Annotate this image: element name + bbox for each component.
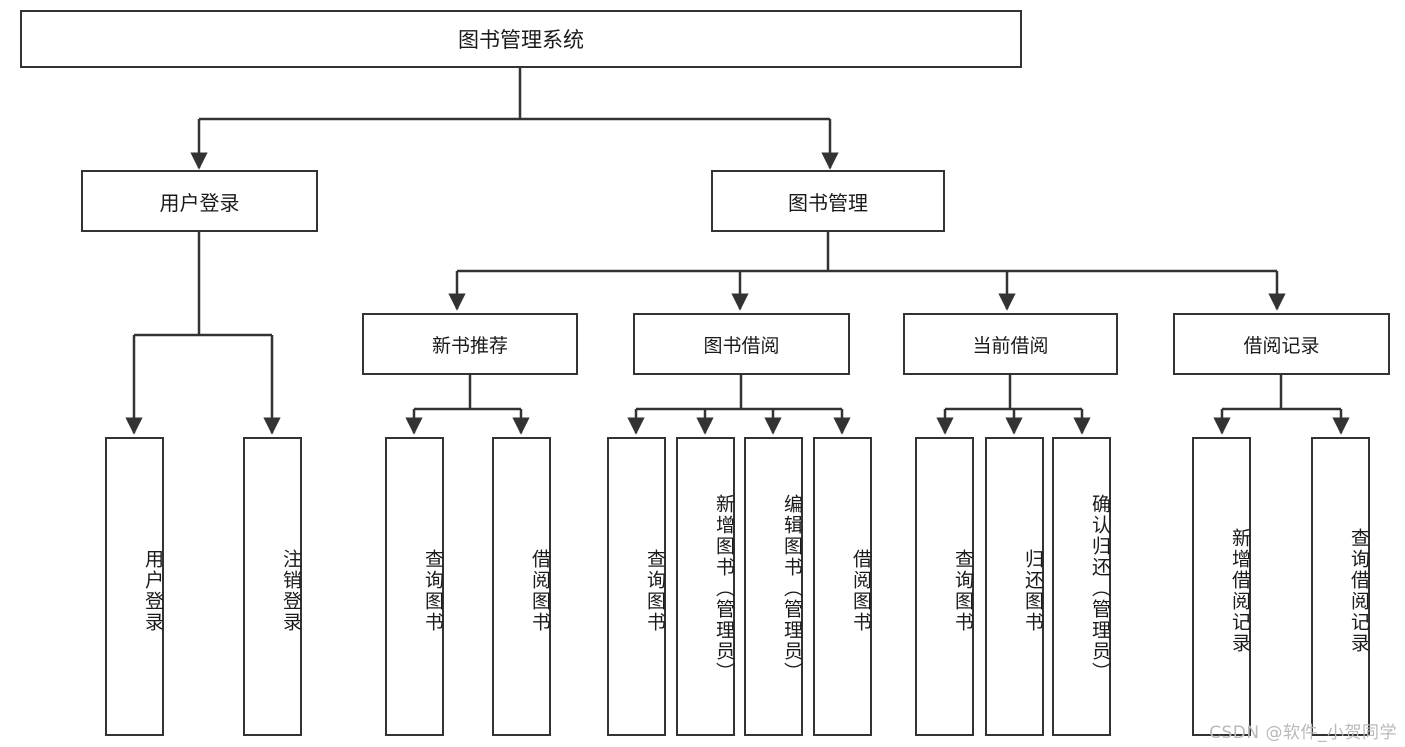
- node-label: 查询借阅记录: [1348, 527, 1370, 654]
- node-root-library-system[interactable]: 图书管理系统: [20, 10, 1022, 68]
- leaf-borrow-record-query[interactable]: 查询借阅记录: [1311, 437, 1370, 736]
- node-label: 查询图书: [644, 548, 666, 633]
- node-book-management[interactable]: 图书管理: [711, 170, 945, 232]
- node-label: 确认归还（管理员）: [1089, 494, 1111, 683]
- leaf-new-book-query[interactable]: 查询图书: [385, 437, 444, 736]
- node-current-borrow[interactable]: 当前借阅: [903, 313, 1118, 375]
- node-label: 用户登录: [142, 548, 164, 633]
- node-borrow-record[interactable]: 借阅记录: [1173, 313, 1390, 375]
- leaf-new-book-borrow[interactable]: 借阅图书: [492, 437, 551, 736]
- leaf-book-borrow-add-book-admin[interactable]: 新增图书（管理员）: [676, 437, 735, 736]
- node-label: 图书管理系统: [458, 28, 584, 52]
- leaf-borrow-record-add[interactable]: 新增借阅记录: [1192, 437, 1251, 736]
- node-label: 新增借阅记录: [1229, 527, 1251, 654]
- node-label: 查询图书: [422, 548, 444, 633]
- node-user-login[interactable]: 用户登录: [81, 170, 318, 232]
- leaf-book-borrow-query[interactable]: 查询图书: [607, 437, 666, 736]
- node-new-book-recommend[interactable]: 新书推荐: [362, 313, 578, 375]
- leaf-current-borrow-query[interactable]: 查询图书: [915, 437, 974, 736]
- csdn-watermark: CSDN @软件_小贺同学: [1209, 723, 1397, 743]
- leaf-user-login-login[interactable]: 用户登录: [105, 437, 164, 736]
- node-label: 编辑图书（管理员）: [781, 494, 803, 683]
- node-label: 新增图书（管理员）: [713, 494, 735, 683]
- node-label: 用户登录: [159, 190, 240, 215]
- leaf-book-borrow-borrow-book[interactable]: 借阅图书: [813, 437, 872, 736]
- leaf-current-borrow-return[interactable]: 归还图书: [985, 437, 1044, 736]
- node-label: 查询图书: [952, 548, 974, 633]
- node-label: 图书管理: [788, 190, 868, 215]
- node-label: 当前借阅: [972, 334, 1049, 357]
- node-book-borrow[interactable]: 图书借阅: [633, 313, 850, 375]
- node-label: 借阅图书: [529, 548, 551, 633]
- leaf-user-login-logout[interactable]: 注销登录: [243, 437, 302, 736]
- node-label: 归还图书: [1022, 548, 1044, 633]
- leaf-book-borrow-edit-book-admin[interactable]: 编辑图书（管理员）: [744, 437, 803, 736]
- node-label: 借阅图书: [850, 548, 872, 633]
- node-label: 借阅记录: [1243, 334, 1320, 357]
- leaf-current-borrow-confirm-return-admin[interactable]: 确认归还（管理员）: [1052, 437, 1111, 736]
- node-label: 图书借阅: [703, 334, 780, 357]
- node-label: 新书推荐: [431, 334, 508, 357]
- node-label: 注销登录: [280, 548, 302, 633]
